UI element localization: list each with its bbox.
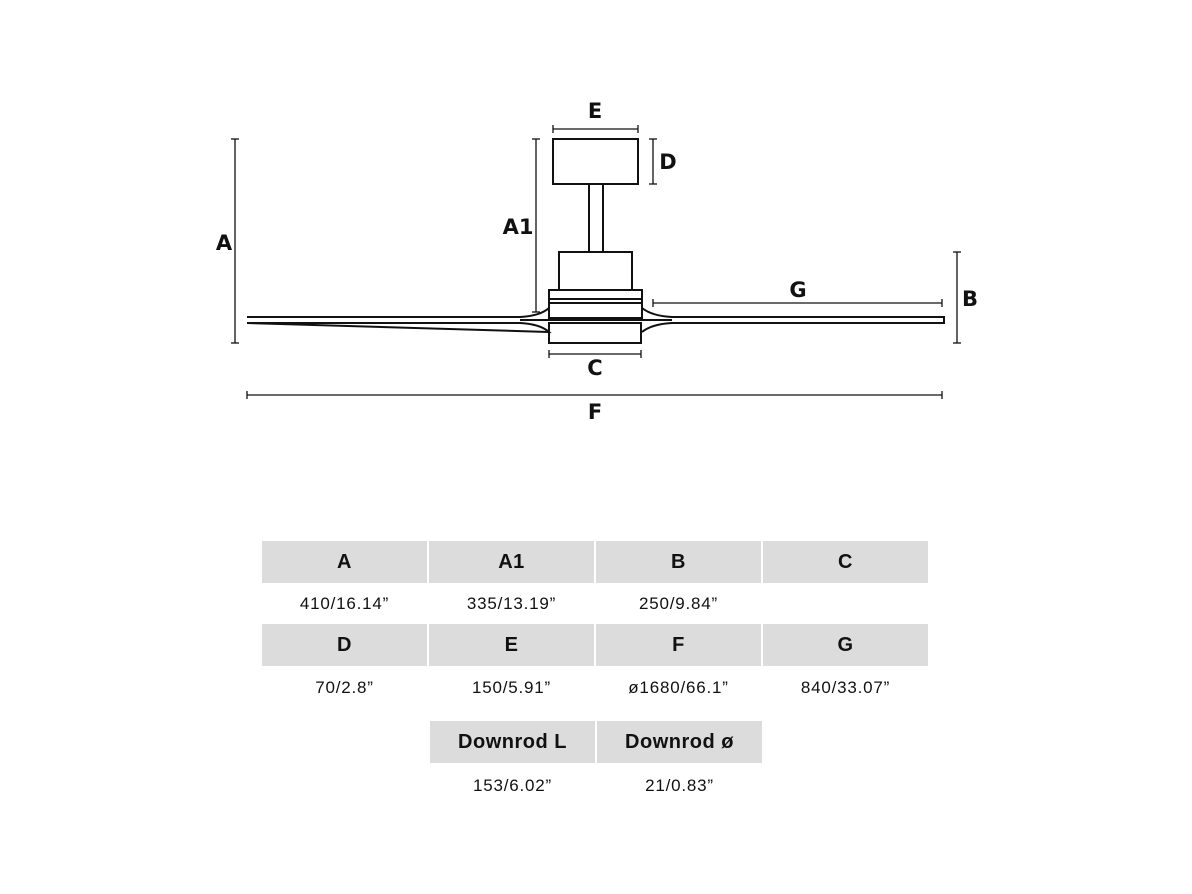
lower-housing: [548, 322, 642, 344]
column-header: E: [429, 624, 594, 666]
label-A1: A1: [503, 215, 534, 239]
column-header: A1: [429, 541, 594, 583]
column-header: G: [763, 624, 928, 666]
label-D: D: [659, 150, 676, 174]
label-B: B: [962, 287, 978, 311]
dimension-value: 153/6.02”: [472, 776, 553, 795]
column-header: F: [596, 624, 761, 666]
dimension-value: 840/33.07”: [800, 678, 891, 697]
column-header: B: [596, 541, 761, 583]
downrod: [588, 183, 604, 253]
label-A: A: [216, 231, 233, 255]
dimension-value: ø1680/66.1”: [628, 678, 729, 697]
label-G: G: [789, 278, 806, 302]
blades: [246, 307, 945, 334]
label-C: C: [587, 356, 602, 380]
column-header: D: [262, 624, 427, 666]
column-header: Downrod ø: [597, 721, 762, 763]
column-header: C: [763, 541, 928, 583]
label-E: E: [588, 99, 602, 123]
dimension-value: 21/0.83”: [645, 776, 714, 795]
dimension-value: 150/5.91”: [471, 678, 552, 697]
dimension-value: 410/16.14”: [299, 594, 390, 613]
dimension-value: 70/2.8”: [315, 678, 374, 697]
dimension-value: 335/13.19”: [466, 594, 557, 613]
motor-housing: [558, 251, 633, 291]
canopy: [552, 138, 639, 185]
dimension-value: 250/9.84”: [638, 594, 719, 613]
column-header: Downrod L: [430, 721, 595, 763]
label-F: F: [588, 400, 602, 424]
column-header: A: [262, 541, 427, 583]
